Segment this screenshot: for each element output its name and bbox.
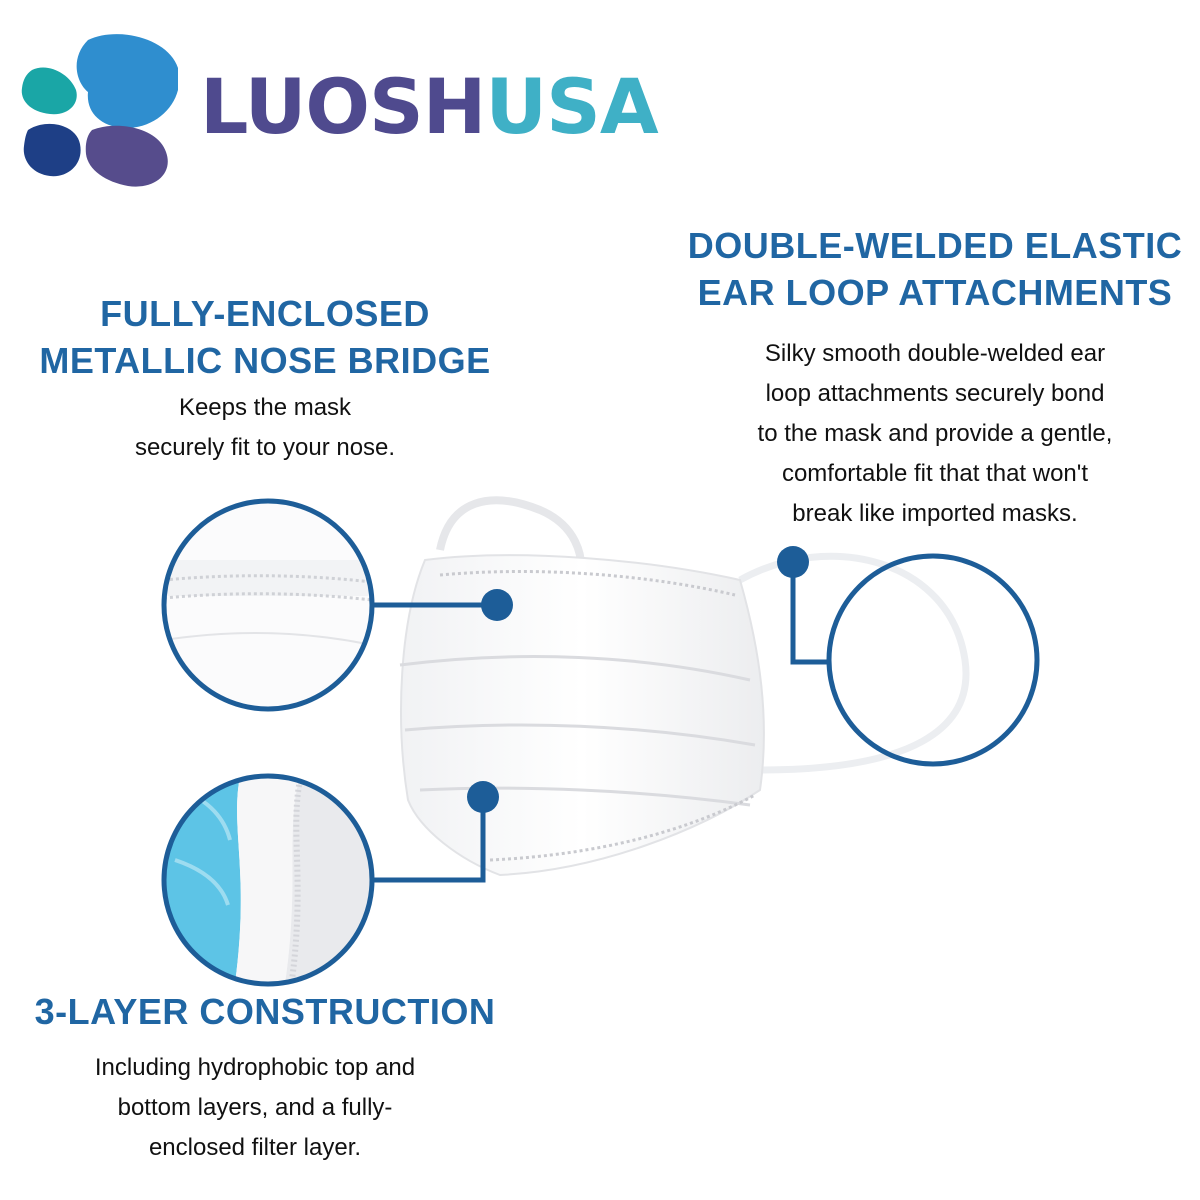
- ear-loop-desc-line5: break like imported masks.: [792, 500, 1078, 527]
- mask-pleat: [419, 786, 751, 807]
- ear-loop-back: [436, 496, 586, 581]
- layers-desc-line2: bottom layers, and a fully-: [117, 1094, 393, 1121]
- ear-loop-callout: [777, 546, 1040, 767]
- layers-title-line1: 3-LAYER CONSTRUCTION: [34, 991, 496, 1032]
- nose-bridge-title-line1: FULLY-ENCLOSED: [100, 293, 430, 334]
- nose-bridge-title: FULLY-ENCLOSED METALLIC NOSE BRIDGE: [30, 290, 500, 384]
- ear-loop-description: Silky smooth double-welded ear loop atta…: [680, 334, 1190, 534]
- mask-pleat: [404, 723, 756, 747]
- nose-bridge-callout: [161, 498, 513, 712]
- brand-wordmark: LUOSHUSA: [200, 62, 659, 152]
- ear-loop-desc-line4: comfortable fit that that won't: [781, 460, 1089, 487]
- logo-petal-bottom-right: [85, 125, 168, 187]
- layers-desc-line3: enclosed filter layer.: [148, 1134, 362, 1161]
- nose-bridge-desc-line1: Keeps the mask: [178, 394, 352, 421]
- nose-bridge-desc-line2: securely fit to your nose.: [134, 434, 396, 461]
- layers-callout: [161, 773, 499, 987]
- ear-loop-desc-line2: loop attachments securely bond: [765, 380, 1105, 407]
- logo-petals-icon: [21, 34, 178, 187]
- ear-loop-right: [738, 552, 970, 774]
- layers-desc-line1: Including hydrophobic top and: [94, 1054, 416, 1081]
- mask-stitch-bottom: [489, 793, 756, 862]
- mask-pleat: [399, 655, 751, 682]
- logo-petal-top: [76, 34, 178, 129]
- callout-dot-icon: [481, 589, 513, 621]
- brand-name-primary: LUOSH: [200, 62, 486, 151]
- ear-loop-title: DOUBLE-WELDED ELASTIC EAR LOOP ATTACHMEN…: [680, 222, 1190, 316]
- nose-bridge-title-line2: METALLIC NOSE BRIDGE: [39, 340, 491, 381]
- callout-dot-icon: [467, 781, 499, 813]
- ear-loop-title-line2: EAR LOOP ATTACHMENTS: [697, 272, 1173, 313]
- brand-name-accent: USA: [485, 62, 658, 151]
- layers-title: 3-LAYER CONSTRUCTION: [20, 988, 510, 1035]
- ear-loop-desc-line3: to the mask and provide a gentle,: [757, 420, 1113, 447]
- logo-petal-bottom-left: [23, 123, 81, 177]
- callout-dot-icon: [777, 546, 809, 578]
- layers-description: Including hydrophobic top and bottom lay…: [20, 1048, 490, 1168]
- ear-loop-title-line1: DOUBLE-WELDED ELASTIC: [687, 225, 1183, 266]
- ear-loop-desc-line1: Silky smooth double-welded ear: [764, 340, 1106, 367]
- logo-petal-left: [21, 67, 77, 115]
- nose-bridge-description: Keeps the mask securely fit to your nose…: [30, 388, 500, 468]
